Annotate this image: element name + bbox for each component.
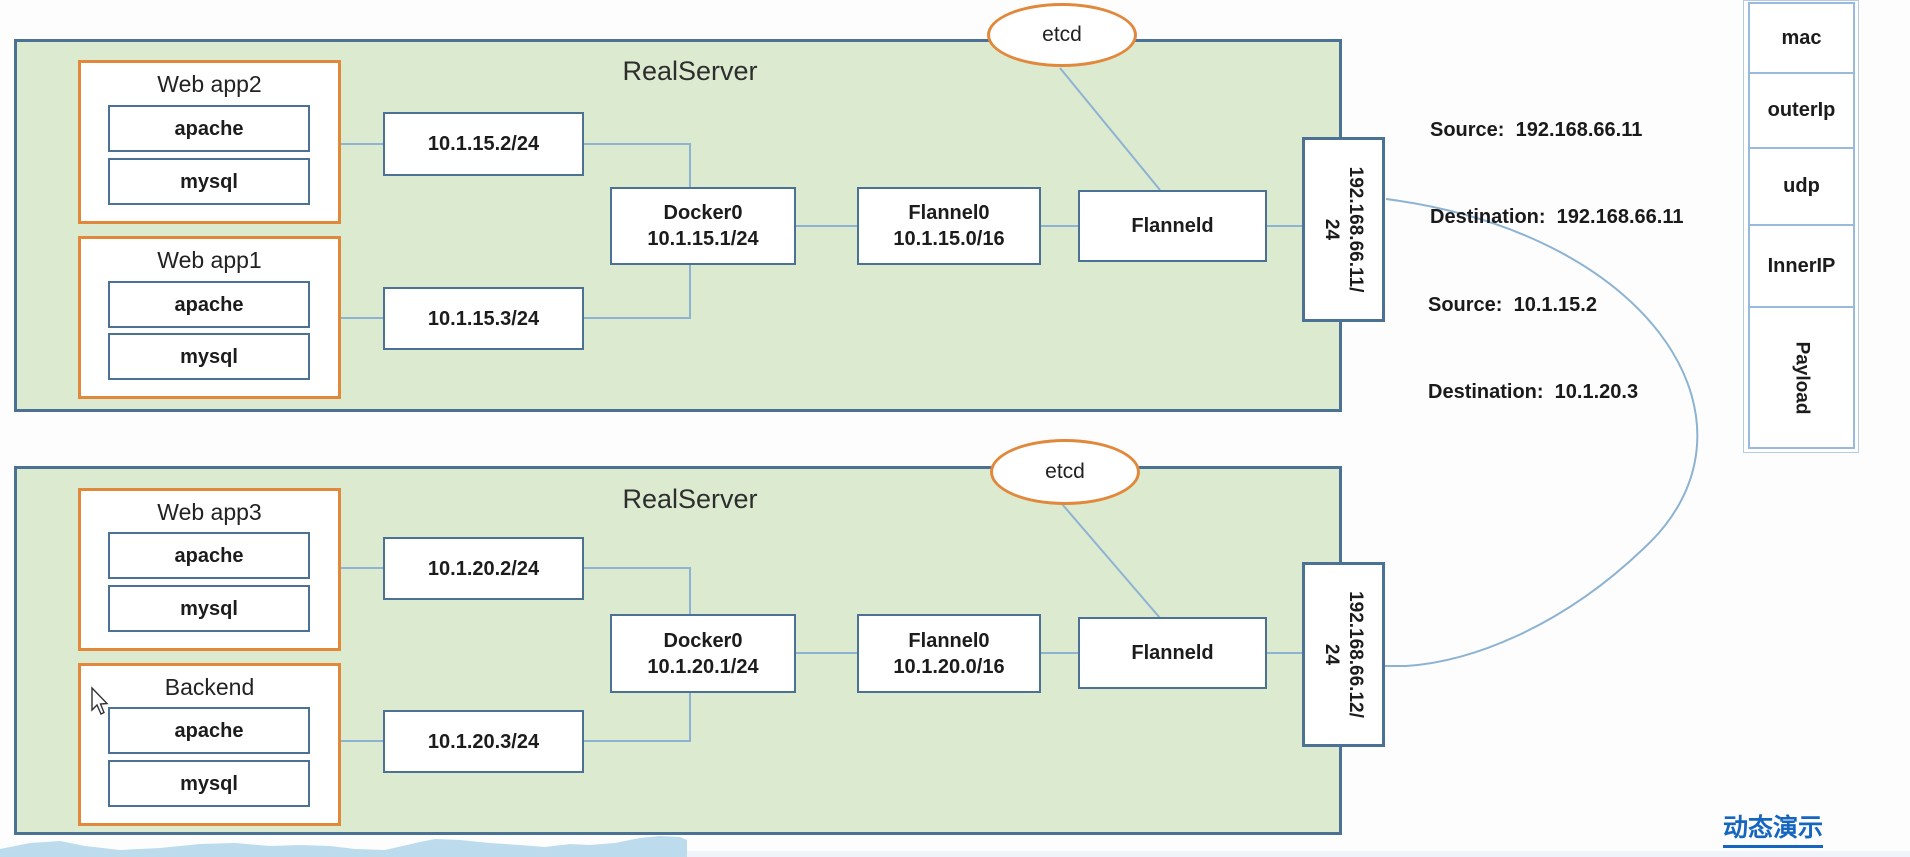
flannel0-name-1: Flannel0: [908, 202, 990, 224]
inner-source: Source: 10.1.15.2: [1428, 294, 1597, 316]
packet-field-payload: Payload: [1748, 306, 1855, 449]
webapp2-mysql-box: mysql: [108, 158, 310, 205]
node-ip-2-line2: 24: [1321, 643, 1343, 666]
packet-field-outerip: outerIp: [1748, 72, 1855, 149]
etcd-node-2: etcd: [990, 439, 1140, 505]
flannel0-name-2: Flannel0: [908, 629, 990, 652]
node-ip-box-2: 192.168.66.12/ 24: [1302, 562, 1385, 747]
docker0-box-1: Docker0 10.1.15.1/24: [610, 187, 796, 265]
docker0-name-2: Docker0: [663, 629, 743, 652]
outer-destination: Destination: 192.168.66.11: [1430, 206, 1684, 228]
webapp2-apache-box: apache: [108, 105, 310, 152]
payload-text: Payload: [1791, 341, 1813, 414]
flanneld-box-2: Flanneld: [1078, 617, 1267, 689]
node-ip-text-1: 192.168.66.11/ 24: [1305, 140, 1382, 319]
flannel0-box-1: Flannel0 10.1.15.0/16: [857, 187, 1041, 265]
ip-box-10-1-15-2: 10.1.15.2/24: [383, 112, 584, 176]
etcd-node-1: etcd: [987, 3, 1137, 67]
realserver-1-title: RealServer: [622, 56, 758, 86]
webapp3-mysql-box: mysql: [108, 585, 310, 632]
flanneld-box-1: Flanneld: [1078, 190, 1267, 262]
inner-packet-annotation: Source: 10.1.15.2 Destination: 10.1.20.3: [1428, 233, 1638, 465]
backend-label: Backend: [164, 674, 255, 700]
ip-box-10-1-20-3: 10.1.20.3/24: [383, 710, 584, 773]
node-ip-box-1: 192.168.66.11/ 24: [1302, 137, 1385, 322]
backend-apache-box: apache: [108, 707, 310, 754]
packet-field-mac: mac: [1748, 2, 1855, 74]
webapp1-label: Web app1: [157, 247, 262, 273]
webapp1-mysql-box: mysql: [108, 333, 310, 380]
node-ip-2-line1: 192.168.66.12/: [1345, 591, 1367, 718]
dynamic-demo-link[interactable]: 动态演示: [1723, 808, 1824, 848]
ip-box-10-1-15-3: 10.1.15.3/24: [383, 287, 584, 350]
outer-source: Source: 192.168.66.11: [1430, 119, 1643, 141]
backend-mysql-box: mysql: [108, 760, 310, 807]
packet-field-udp: udp: [1748, 147, 1855, 226]
webapp3-label: Web app3: [157, 499, 262, 525]
docker0-name-1: Docker0: [663, 202, 743, 224]
node-ip-text-2: 192.168.66.12/ 24: [1305, 565, 1382, 744]
node-ip-1-line1: 192.168.66.11/: [1345, 166, 1367, 293]
inner-destination: Destination: 10.1.20.3: [1428, 381, 1639, 403]
webapp2-label: Web app2: [157, 71, 262, 97]
node-ip-1-line2: 24: [1321, 218, 1343, 241]
docker0-box-2: Docker0 10.1.20.1/24: [610, 614, 796, 693]
webapp1-apache-box: apache: [108, 281, 310, 328]
ip-box-10-1-20-2: 10.1.20.2/24: [383, 537, 584, 600]
docker0-ip-2: 10.1.20.1/24: [647, 655, 759, 678]
flannel0-box-2: Flannel0 10.1.20.0/16: [857, 614, 1041, 693]
webapp3-apache-box: apache: [108, 532, 310, 579]
packet-field-innerip: InnerIP: [1748, 224, 1855, 308]
outer-packet-annotation: Source: 192.168.66.11 Destination: 192.1…: [1430, 58, 1683, 290]
realserver-2-title: RealServer: [622, 484, 758, 514]
flannel0-ip-2: 10.1.20.0/16: [893, 655, 1005, 678]
flannel0-ip-1: 10.1.15.0/16: [893, 228, 1005, 250]
docker0-ip-1: 10.1.15.1/24: [647, 228, 759, 250]
